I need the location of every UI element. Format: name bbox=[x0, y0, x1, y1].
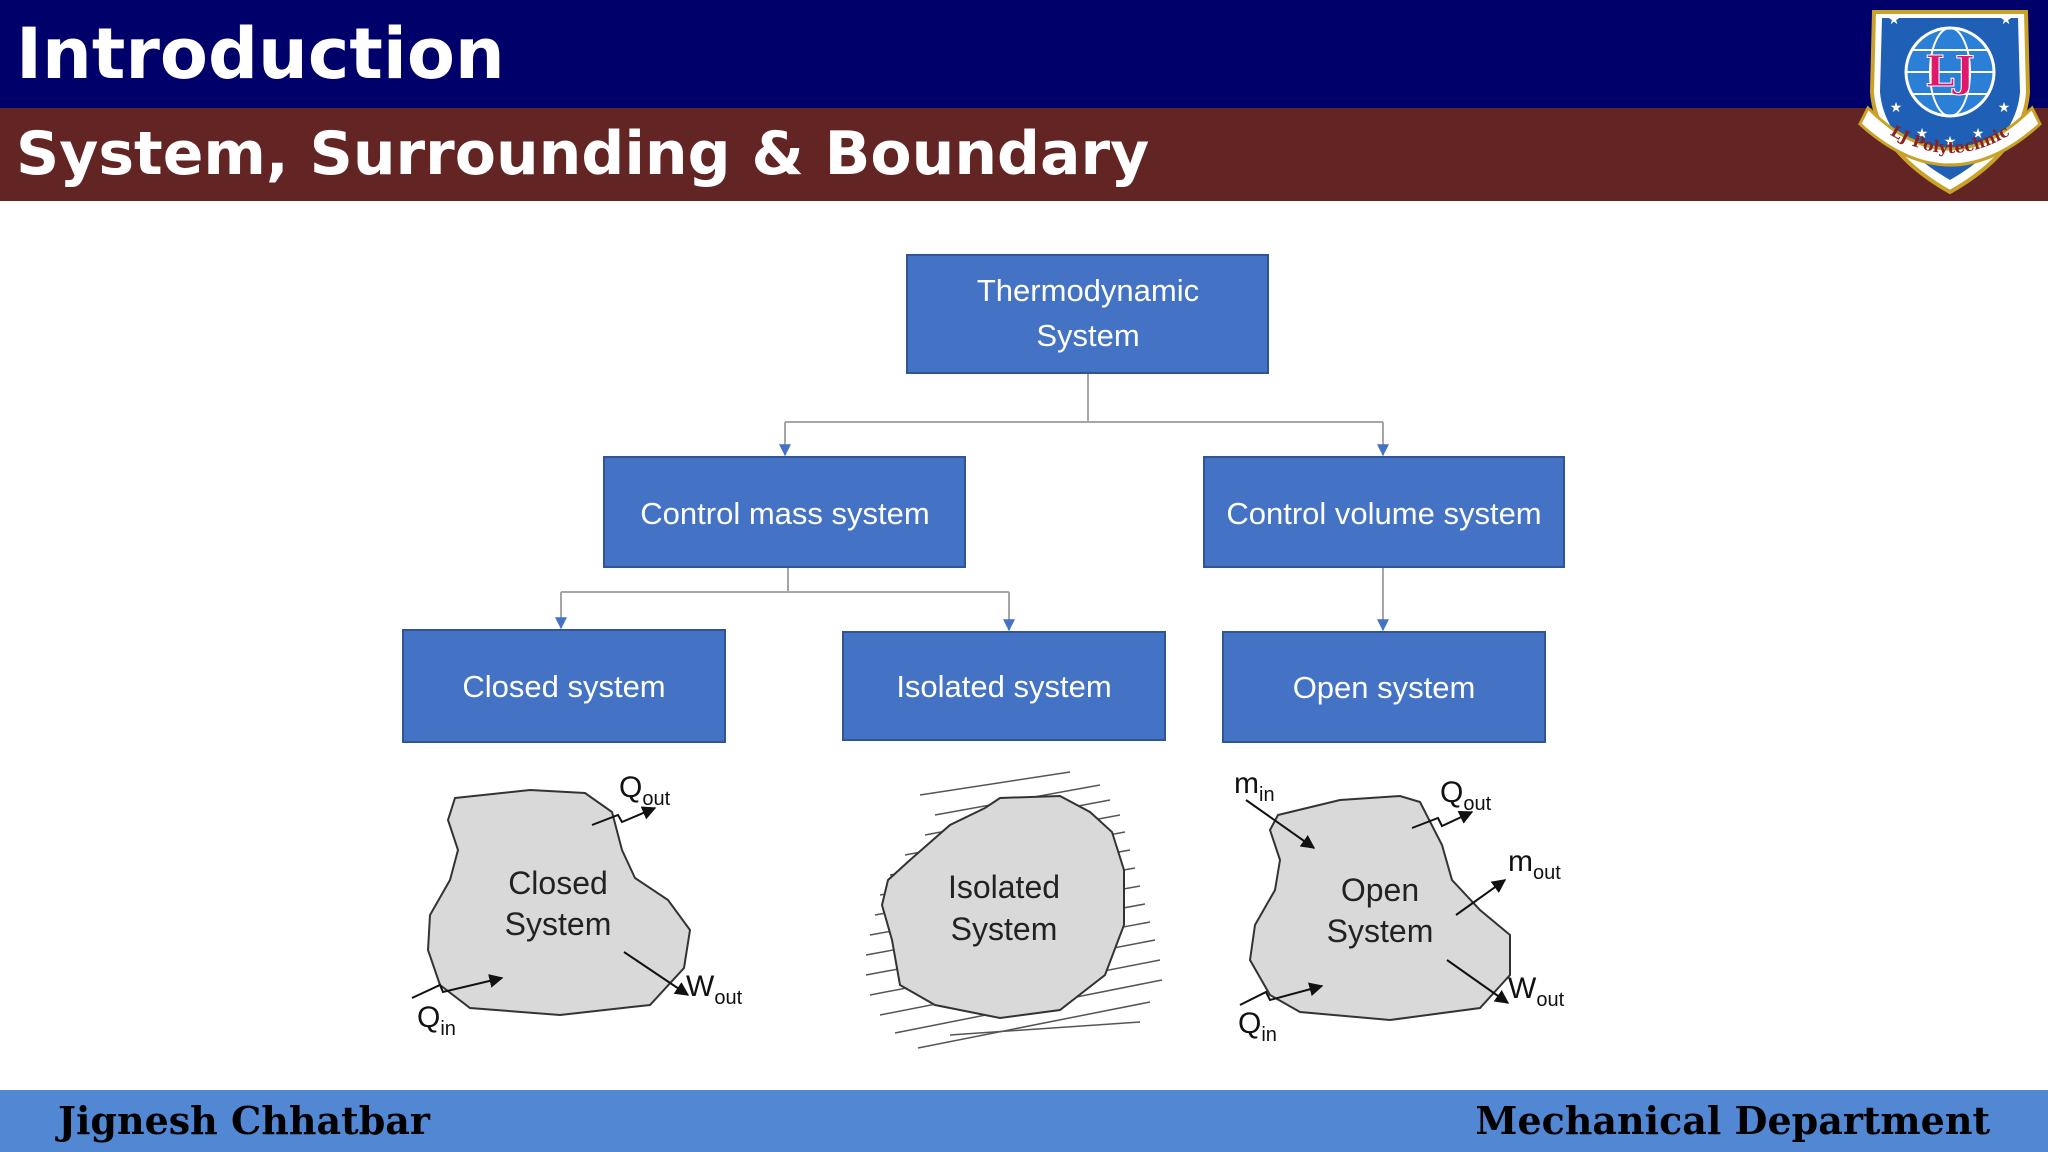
control-volume-label: Control volume system bbox=[1226, 496, 1541, 531]
svg-text:★: ★ bbox=[1972, 126, 1985, 142]
subtitle-bar: System, Surrounding & Boundary bbox=[0, 108, 2048, 201]
svg-text:★: ★ bbox=[1890, 100, 1903, 116]
closed-system-shape bbox=[426, 788, 692, 1017]
svg-text:★: ★ bbox=[2000, 12, 2013, 28]
open-system-shape bbox=[1248, 794, 1511, 1022]
open-system-label: Open system bbox=[1293, 670, 1476, 705]
open-w-out: Wout bbox=[1508, 972, 1565, 1011]
logo-monogram: LJ bbox=[1925, 47, 1974, 96]
box-isolated-system: Isolated system bbox=[842, 631, 1166, 741]
open-shape-label-line2: System bbox=[1327, 913, 1434, 949]
open-q-out: Qout bbox=[1440, 776, 1492, 815]
page-title: Introduction bbox=[16, 13, 505, 95]
open-m-out: mout bbox=[1508, 845, 1561, 884]
closed-q-out: Qout bbox=[619, 771, 671, 810]
footer-author: Jignesh Chhatbar bbox=[58, 1098, 430, 1143]
title-bar: Introduction bbox=[0, 0, 2048, 108]
root-label-line2: System bbox=[1036, 318, 1139, 353]
box-control-mass-system: Control mass system bbox=[603, 456, 966, 568]
isolated-system-shape bbox=[880, 794, 1125, 1020]
footer-bar: Jignesh Chhatbar Mechanical Department bbox=[0, 1090, 2048, 1152]
isolated-system-illustration: Isolated System bbox=[865, 771, 1163, 1049]
closed-w-out: Wout bbox=[686, 970, 743, 1009]
lj-polytechnic-logo: LJ ★★ ★★ ★★★ LJ Polytechnic bbox=[1858, 10, 2042, 195]
open-q-in: Qin bbox=[1238, 1007, 1277, 1046]
closed-shape-label-line2: System bbox=[505, 906, 612, 942]
isolated-shape-label-line1: Isolated bbox=[948, 869, 1060, 905]
closed-system-label: Closed system bbox=[462, 669, 665, 704]
svg-text:★: ★ bbox=[1998, 100, 2011, 116]
open-system-illustration: Open System min Qout mout Wout Qin bbox=[1234, 767, 1565, 1046]
open-m-in: min bbox=[1234, 767, 1275, 806]
box-control-volume-system: Control volume system bbox=[1203, 456, 1565, 568]
box-thermodynamic-system: Thermodynamic System bbox=[906, 254, 1269, 374]
svg-text:★: ★ bbox=[1916, 126, 1929, 142]
open-shape-label-line1: Open bbox=[1341, 872, 1419, 908]
root-label-line1: Thermodynamic bbox=[977, 273, 1199, 308]
svg-text:★: ★ bbox=[1888, 12, 1901, 28]
box-closed-system: Closed system bbox=[402, 629, 726, 743]
closed-system-illustration: Closed System Qout Qin Wout bbox=[411, 771, 743, 1040]
svg-text:★: ★ bbox=[1944, 134, 1957, 150]
isolated-shape-label-line2: System bbox=[951, 911, 1058, 947]
control-mass-label: Control mass system bbox=[640, 496, 929, 531]
closed-shape-label-line1: Closed bbox=[508, 865, 608, 901]
footer-department: Mechanical Department bbox=[1475, 1098, 1990, 1143]
page-subtitle: System, Surrounding & Boundary bbox=[16, 119, 1150, 189]
isolated-system-label: Isolated system bbox=[896, 669, 1111, 704]
box-open-system: Open system bbox=[1222, 631, 1546, 743]
closed-q-in: Qin bbox=[417, 1001, 456, 1040]
connector-lines bbox=[555, 373, 1389, 632]
